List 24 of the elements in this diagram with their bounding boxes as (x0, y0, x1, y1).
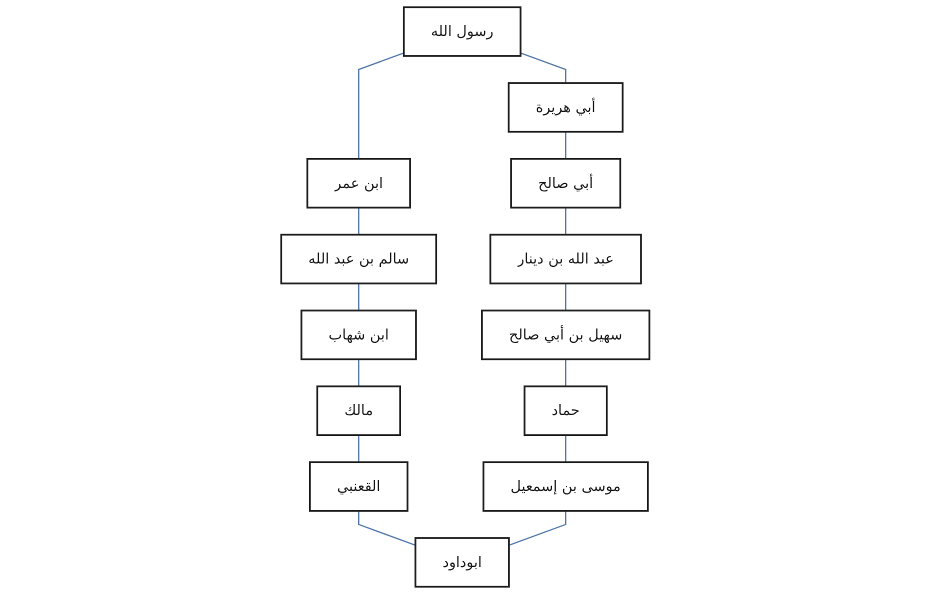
node-box: مالك (316, 385, 401, 436)
node-box: رسول الله (402, 6, 522, 57)
node-box: موسى بن إسمعيل (482, 461, 648, 512)
node-box: حماد (523, 385, 608, 436)
connector (358, 435, 360, 462)
node-box: سالم بن عبد الله (280, 234, 437, 284)
connector (358, 510, 416, 546)
node-box: القعنبي (308, 461, 408, 512)
connector (564, 208, 566, 235)
node-box: سهيل بن أبي صالح (480, 310, 650, 360)
node-box: أبي صالح (510, 158, 621, 209)
connector (508, 510, 566, 546)
connector (358, 359, 360, 386)
node-box: ابن شهاب (300, 310, 417, 360)
connector (358, 208, 360, 235)
node-box: أبي هريرة (507, 82, 624, 133)
connector (564, 359, 566, 386)
connector (564, 435, 566, 462)
connector (564, 283, 566, 311)
connector (520, 52, 566, 84)
connector (358, 52, 404, 159)
connector (358, 283, 360, 311)
node-box: ابوداود (414, 537, 510, 588)
connector (564, 132, 566, 159)
